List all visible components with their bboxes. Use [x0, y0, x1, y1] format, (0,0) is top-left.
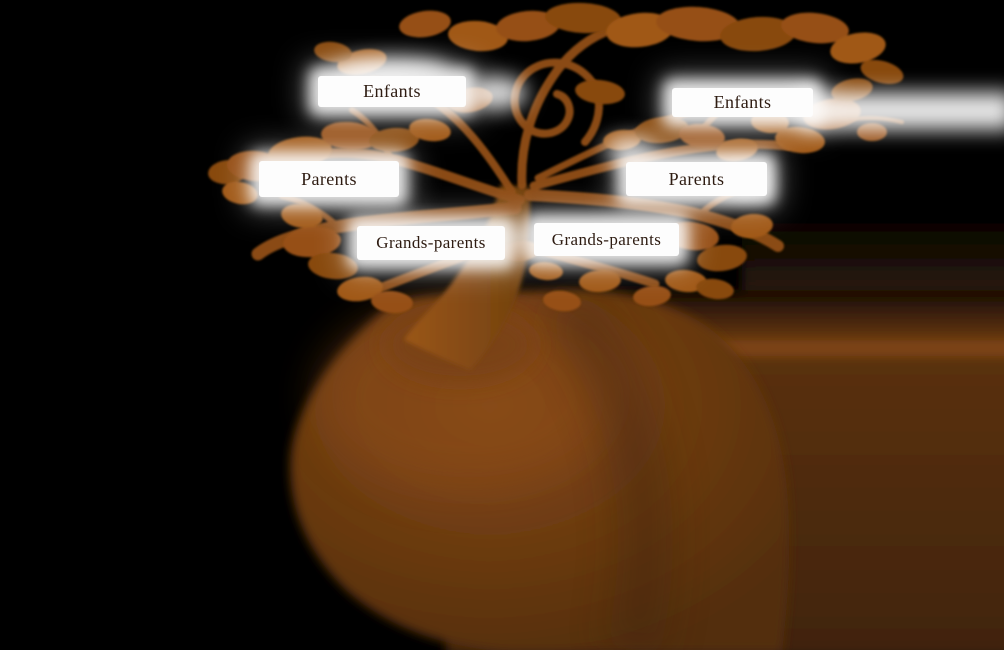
leaf-cluster	[409, 118, 451, 142]
leaf-cluster	[775, 126, 825, 154]
leaf-cluster	[633, 285, 671, 307]
leaf-cluster	[830, 32, 886, 64]
label-enfants-right: Enfants	[672, 88, 813, 117]
leaf-cluster	[399, 10, 451, 38]
leaf-cluster	[283, 226, 341, 258]
leaf-cluster	[697, 244, 747, 272]
leaf-cluster	[281, 203, 323, 229]
leaf-cluster	[696, 278, 734, 300]
leaf-cluster	[529, 261, 563, 281]
leaf-cluster	[314, 41, 352, 63]
leaf-cluster	[579, 269, 621, 293]
leaf-cluster	[781, 12, 849, 44]
label-enfants-left: Enfants	[318, 76, 466, 107]
leaf-cluster	[731, 213, 773, 239]
leaf-cluster	[575, 79, 625, 105]
leaf-cluster	[371, 290, 413, 314]
label-parents-left: Parents	[259, 161, 399, 197]
leaf-cluster	[716, 138, 758, 162]
label-glow-patches	[334, 57, 1004, 250]
root-mound	[290, 287, 790, 650]
leaf-cluster	[448, 20, 508, 52]
leaf-cluster	[543, 290, 581, 312]
mound-shadow-streak	[543, 287, 673, 650]
leaf-cluster	[268, 136, 332, 168]
leaf-cluster	[720, 16, 796, 52]
leaf-cluster	[321, 121, 379, 151]
leaf-cluster	[545, 2, 621, 34]
leaf-cluster	[656, 6, 740, 42]
leaf-cluster	[679, 123, 725, 149]
glow-streak-right	[800, 92, 1004, 130]
leaf-cluster	[308, 252, 358, 280]
leaf-cluster	[337, 276, 383, 302]
label-grandparents-right: Grands-parents	[534, 223, 679, 256]
leaf-cluster	[635, 116, 689, 144]
leaf-cluster	[369, 127, 419, 153]
leaf-cluster	[860, 59, 904, 85]
label-parents-right: Parents	[626, 162, 767, 196]
leaf-cluster	[222, 181, 258, 205]
label-grandparents-left: Grands-parents	[357, 226, 505, 260]
leaf-cluster	[496, 10, 560, 42]
